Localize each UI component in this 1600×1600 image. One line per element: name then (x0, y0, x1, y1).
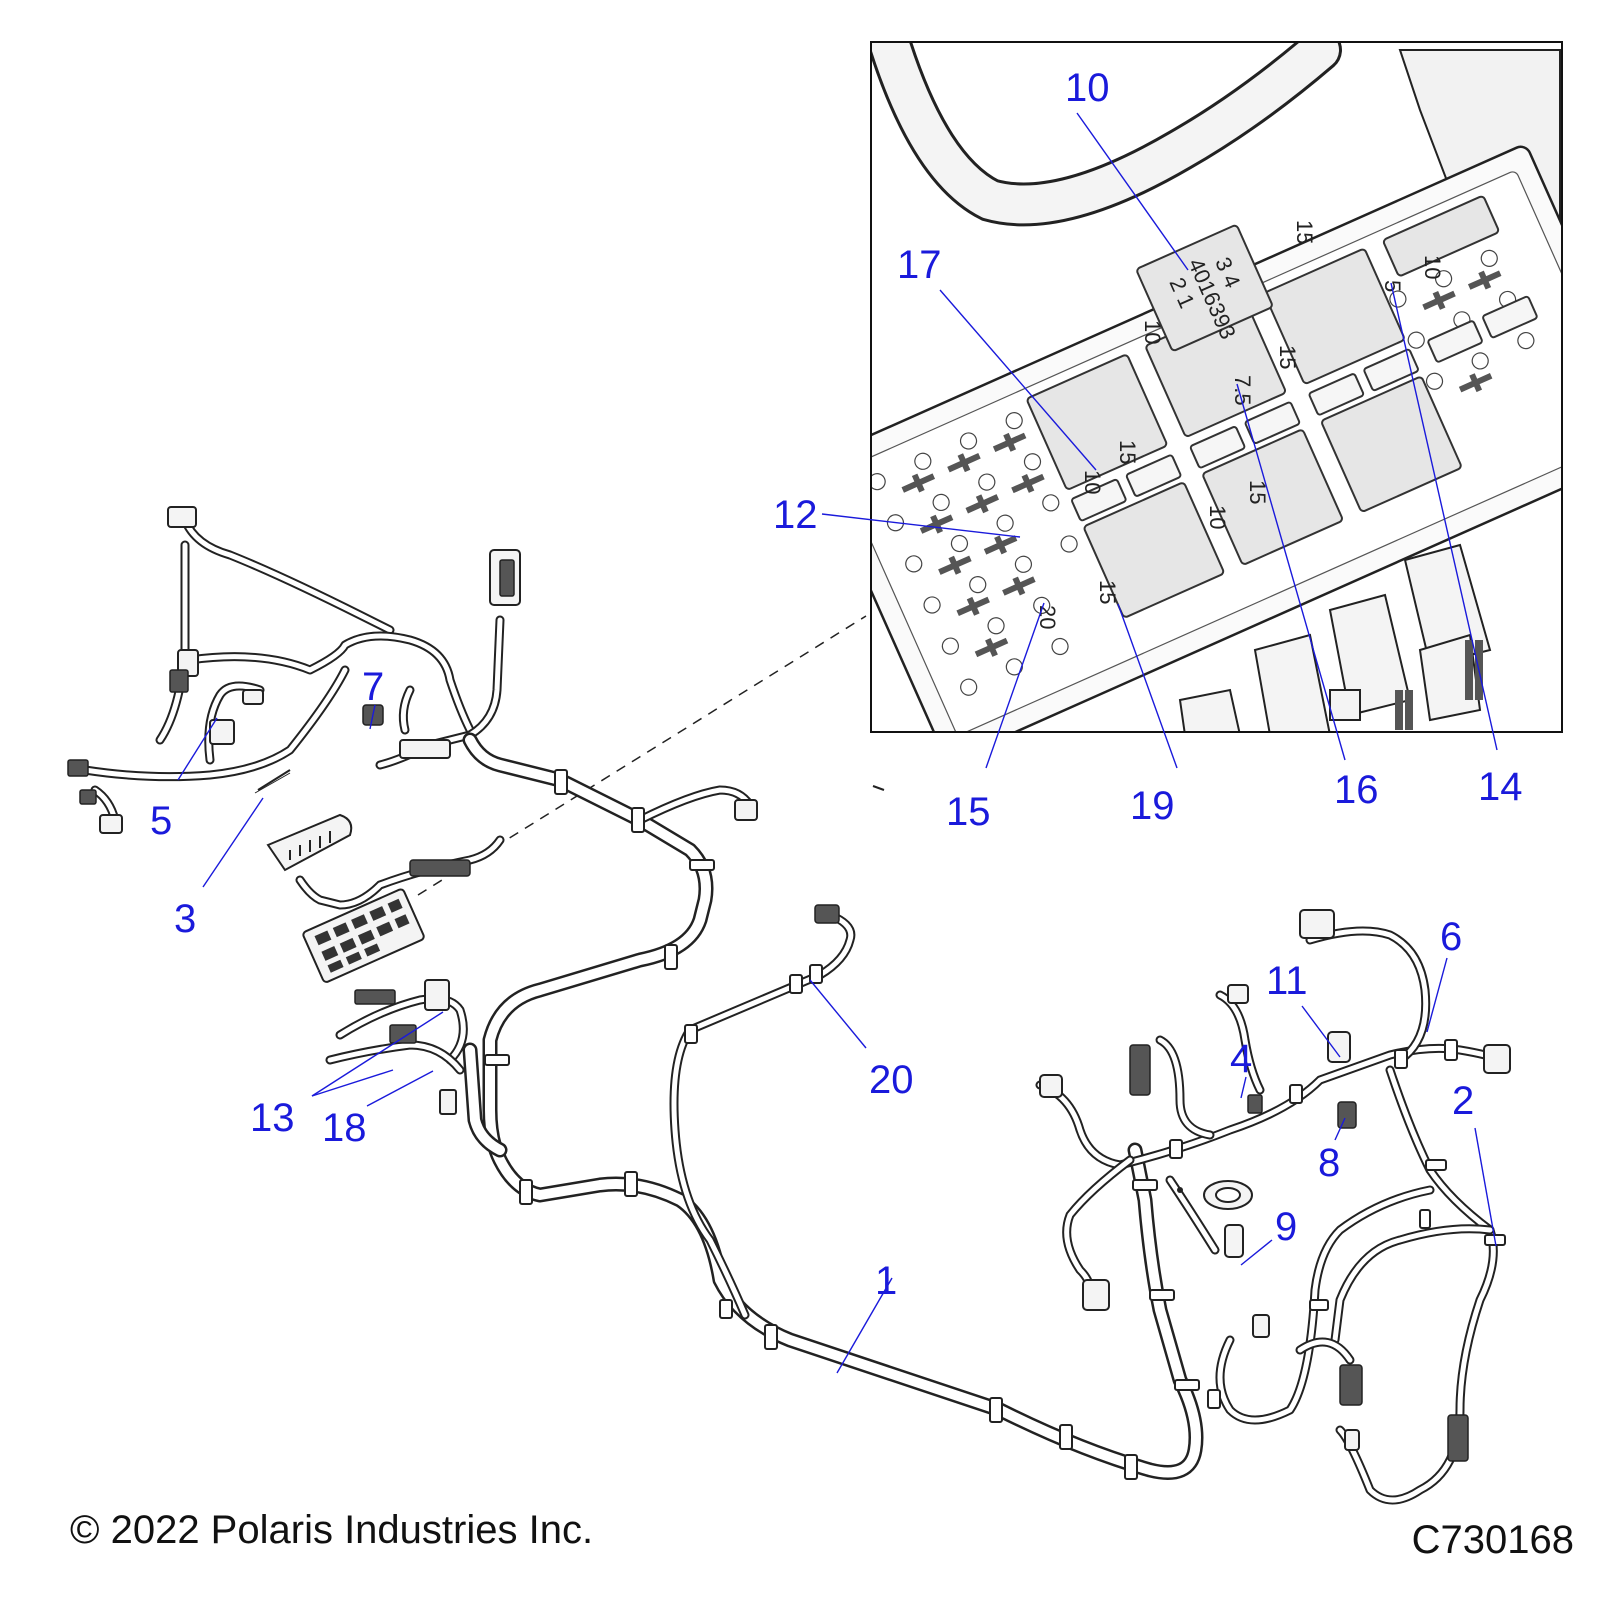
leader-1 (836, 1277, 893, 1374)
callout-4: 4 (1230, 1037, 1252, 1081)
fuse-rating: 15 (1095, 580, 1120, 604)
leader-5 (177, 717, 218, 781)
callout-20: 20 (869, 1058, 914, 1102)
leader-15 (985, 602, 1045, 769)
leader-18 (366, 1070, 434, 1107)
callout-numbers: 1 2 3 4 5 6 7 8 9 10 11 12 13 14 15 16 1… (150, 66, 1523, 1303)
drawing-number: C730168 (1411, 1518, 1574, 1562)
leader-16 (1236, 383, 1346, 761)
fuse-rating: 10 (1205, 505, 1230, 529)
leader-4 (1240, 1076, 1247, 1099)
leader-17 (939, 289, 1097, 471)
relay-marked: 2 1 4016393 3 4 (1136, 224, 1273, 352)
leader-13b (311, 1011, 444, 1097)
callout-15: 15 (946, 790, 991, 834)
harness-connectors (1178, 543, 1492, 731)
callout-3: 3 (174, 897, 196, 941)
fuse-rating: 10 (1080, 470, 1105, 494)
callout-18: 18 (322, 1106, 367, 1150)
fuse-rating: 7.5 (1230, 375, 1255, 406)
callout-12: 12 (773, 493, 818, 537)
right-harness (1035, 909, 1511, 1505)
relay-cube (1264, 248, 1405, 385)
fuse-rating: 15 (1275, 345, 1300, 369)
leader-14 (1390, 282, 1498, 751)
callout-19: 19 (1130, 784, 1175, 828)
main-harness (462, 732, 1204, 1480)
fuse-box-inset: 2 1 4016393 3 4 15 10 5 10 15 7.5 15 10 … (870, 41, 1563, 733)
callout-10: 10 (1065, 66, 1110, 110)
callout-5: 5 (150, 799, 172, 843)
left-harness (67, 506, 521, 834)
leader-9 (1240, 1239, 1273, 1266)
relay-cube (1321, 376, 1462, 513)
fuse-box-assembly (254, 769, 505, 1115)
fuse-labels: 15 10 5 10 15 7.5 15 10 15 10 15 20 (1035, 220, 1445, 629)
leader-19 (1117, 603, 1178, 769)
relay-cube (1382, 195, 1500, 277)
relay-cube (1083, 482, 1225, 618)
fuse-rating: 10 (1420, 255, 1445, 279)
callout-9: 9 (1275, 1205, 1297, 1249)
callout-6: 6 (1440, 915, 1462, 959)
leader-20 (809, 979, 867, 1049)
leader-11 (1301, 1005, 1341, 1058)
callout-16: 16 (1334, 768, 1379, 812)
callout-14: 14 (1478, 765, 1523, 809)
fuse-rating: 15 (1292, 220, 1317, 244)
callout-8: 8 (1318, 1141, 1340, 1185)
leader-2 (1474, 1127, 1497, 1247)
leader-7 (369, 704, 376, 730)
copyright-text: © 2022 Polaris Industries Inc. (70, 1508, 594, 1552)
callout-13: 13 (250, 1096, 295, 1140)
leader-13a (311, 1069, 394, 1097)
fuse-rating: 10 (1140, 320, 1165, 344)
inset-pointer (417, 615, 867, 896)
leader-8 (1334, 1117, 1346, 1141)
callout-2: 2 (1452, 1079, 1474, 1123)
relay-cube (1026, 354, 1168, 490)
callout-11: 11 (1266, 959, 1308, 1003)
leader-6 (1426, 957, 1448, 1033)
fuse-rating: 15 (1115, 440, 1140, 464)
dash-mark (872, 785, 885, 791)
relay-cube (1202, 429, 1343, 565)
fuse-rating: 5 (1380, 280, 1405, 292)
callout-7: 7 (362, 665, 384, 709)
callout-17: 17 (897, 243, 942, 287)
leader-lines (177, 112, 1498, 1374)
leader-12 (821, 513, 1021, 538)
leader-10 (1076, 112, 1189, 271)
callout-1: 1 (875, 1259, 897, 1303)
leader-3 (202, 797, 264, 888)
